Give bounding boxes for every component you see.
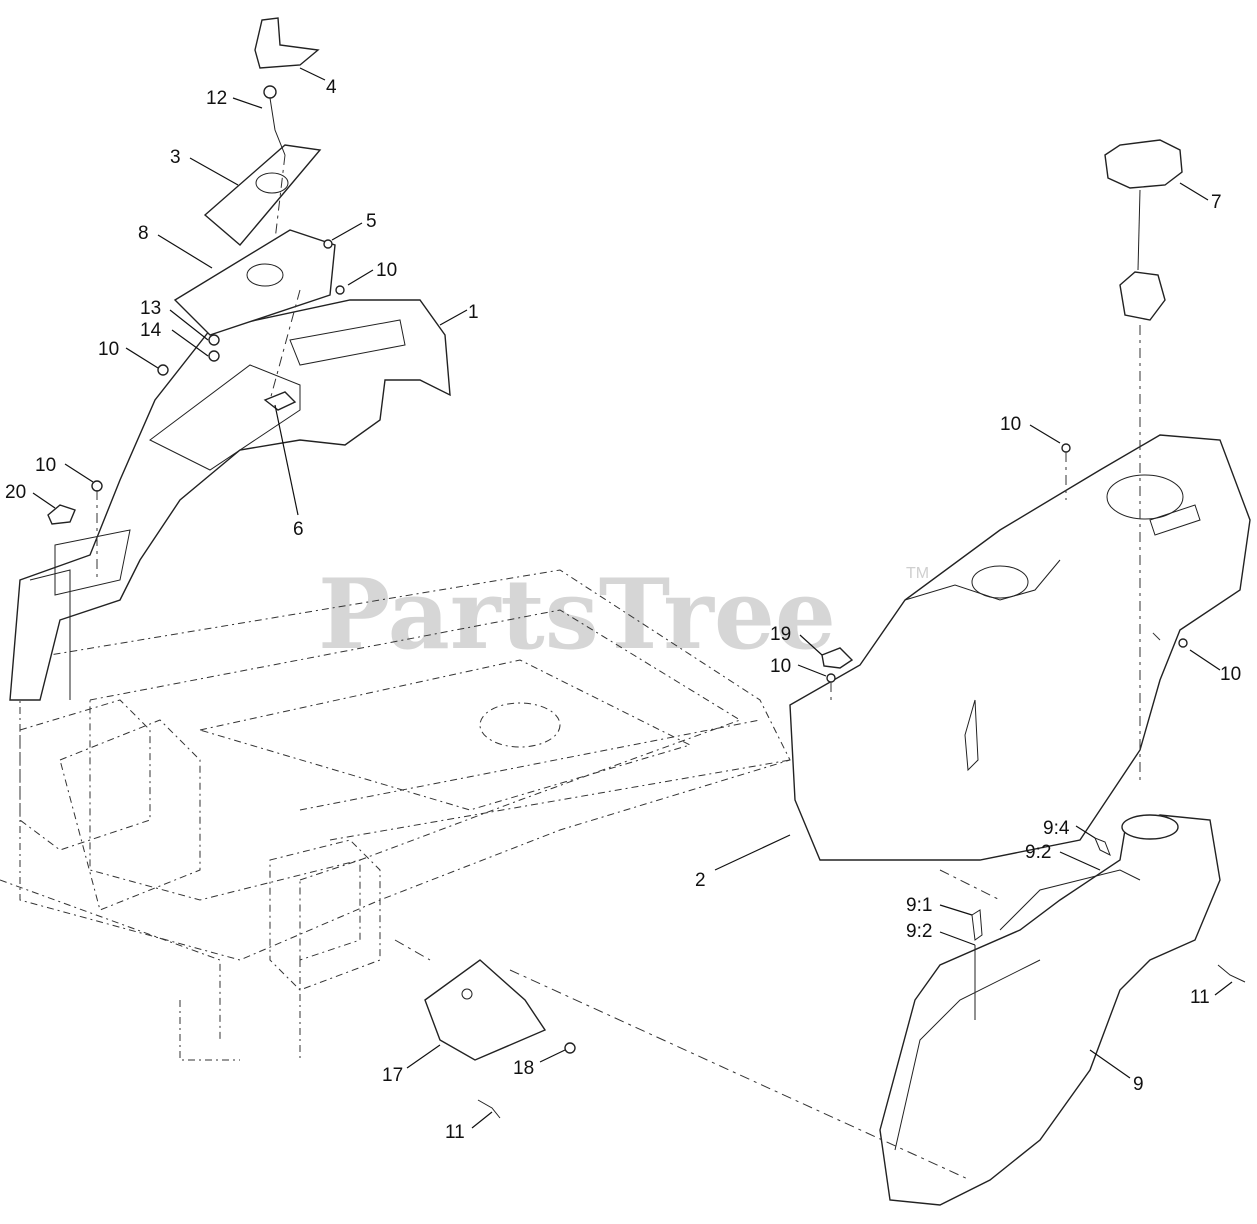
callout-8: 8	[138, 223, 149, 244]
callout-3: 3	[170, 147, 181, 168]
callout-19: 19	[770, 624, 791, 645]
callout-10-d: 10	[1000, 414, 1021, 435]
callout-6: 6	[293, 519, 304, 540]
callout-12: 12	[206, 88, 227, 109]
callout-13: 13	[140, 298, 161, 319]
watermark-text: PartsTree	[318, 558, 836, 671]
callout-14: 14	[140, 320, 162, 341]
part-20-cap	[47, 504, 76, 525]
callout-labels: 4 12 3 5 8 10 13 14 10 1 10 20 6 7 10 19…	[5, 77, 1241, 1143]
callout-17: 17	[382, 1065, 403, 1086]
callout-9-4: 9:4	[1043, 818, 1070, 839]
callout-11-a: 11	[1190, 987, 1210, 1008]
callout-10-b: 10	[98, 339, 119, 360]
part-4-knob	[254, 17, 320, 69]
callout-10-e: 10	[770, 656, 791, 677]
callout-7: 7	[1211, 192, 1222, 213]
callout-4: 4	[326, 77, 337, 98]
part-11-clip-right	[1217, 964, 1246, 983]
callout-20: 20	[5, 482, 26, 503]
watermark-trademark: TM	[906, 565, 929, 582]
part-17-bracket	[424, 959, 547, 1061]
part-19-cap	[821, 647, 854, 669]
part-8-mounting-plate	[173, 229, 336, 336]
callout-1: 1	[468, 302, 479, 323]
part-9-4-fitting	[1094, 837, 1111, 857]
part-12-cable	[263, 85, 286, 156]
part-6-clip	[263, 391, 297, 411]
callout-10-a: 10	[376, 260, 397, 281]
callout-9: 9	[1133, 1074, 1144, 1095]
callout-10-c: 10	[35, 455, 56, 476]
callout-9-2-b: 9:2	[906, 921, 932, 942]
part-9-1-fitting	[971, 909, 983, 941]
part-9-fuel-tank	[879, 814, 1221, 1206]
callout-2: 2	[695, 870, 706, 891]
callout-9-2-a: 9:2	[1025, 842, 1051, 863]
assembly-axes	[96, 154, 1161, 1181]
left-bracket-assembly	[19, 699, 381, 991]
part-3-control-plate	[203, 144, 322, 246]
part-7-fuel-cap	[1104, 139, 1183, 321]
callout-9-1: 9:1	[906, 895, 932, 916]
part-11-clip-left	[477, 1099, 501, 1119]
chassis-frame	[0, 569, 791, 1061]
callout-leaders	[32, 67, 1233, 1129]
part-1-left-console	[9, 299, 451, 701]
part-2-right-console	[789, 434, 1251, 861]
callout-18: 18	[513, 1058, 534, 1079]
callout-5: 5	[366, 211, 377, 232]
callout-10-f: 10	[1220, 664, 1241, 685]
callout-11-b: 11	[445, 1122, 465, 1143]
